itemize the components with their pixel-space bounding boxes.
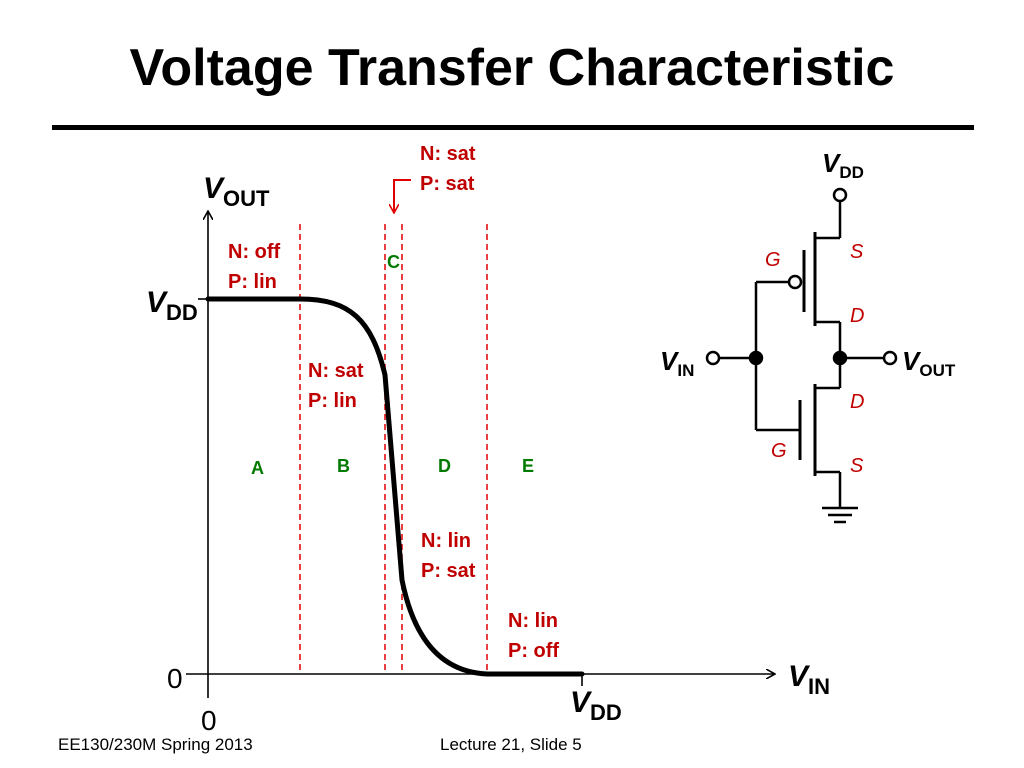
x-tick-vdd-label: VDD <box>570 686 622 725</box>
vout-junction <box>832 350 848 366</box>
pmos-gate-label: G <box>765 249 781 271</box>
cmos-inverter-schematic <box>705 187 898 524</box>
y-zero-label: 0 <box>167 663 183 694</box>
state-a-p: P: lin <box>228 271 277 293</box>
state-c-p: P: sat <box>420 173 475 195</box>
state-c-n: N: sat <box>420 143 476 165</box>
vdd-terminal <box>832 187 848 203</box>
circuit-vin-label: VIN <box>660 346 694 380</box>
region-letter-a: A <box>251 458 264 478</box>
pmos-drain-label: D <box>850 305 864 327</box>
title-divider <box>52 125 974 130</box>
footer-course: EE130/230M Spring 2013 <box>58 735 253 754</box>
state-e-p: P: off <box>508 640 559 662</box>
region-letter-c: C <box>387 252 400 272</box>
state-d-p: P: sat <box>421 560 476 582</box>
slide-title: Voltage Transfer Characteristic <box>129 39 895 97</box>
vin-terminal <box>705 350 721 366</box>
circuit-vout-label: VOUT <box>902 346 956 380</box>
vin-junction <box>748 350 764 366</box>
region-letter-b: B <box>337 456 350 476</box>
state-e-n: N: lin <box>508 610 558 632</box>
state-b-p: P: lin <box>308 390 357 412</box>
x-zero-label: 0 <box>201 705 217 736</box>
ground-symbol <box>822 506 858 524</box>
footer-slide-number: Lecture 21, Slide 5 <box>440 735 582 754</box>
circuit-vdd-label: VDD <box>822 148 864 182</box>
nmos-drain-label: D <box>850 391 864 413</box>
vout-terminal <box>882 350 898 366</box>
vtc-graph: VOUT VIN VDD VDD 0 0 A B C D E N: off P:… <box>146 143 830 736</box>
vtc-curve <box>205 296 585 677</box>
state-b-n: N: sat <box>308 360 364 382</box>
region-letter-e: E <box>522 456 534 476</box>
state-d-n: N: lin <box>421 530 471 552</box>
nmos-source-label: S <box>850 455 864 477</box>
region-c-pointer-arrow <box>394 179 411 212</box>
y-axis-label: VOUT <box>203 172 270 211</box>
pmos-source-label: S <box>850 241 864 263</box>
nmos-gate-label: G <box>771 440 787 462</box>
y-tick-vdd-label: VDD <box>146 286 198 325</box>
x-axis-label: VIN <box>788 660 830 699</box>
pmos-gate-bubble <box>787 274 803 290</box>
state-a-n: N: off <box>228 241 281 263</box>
region-letter-d: D <box>438 456 451 476</box>
